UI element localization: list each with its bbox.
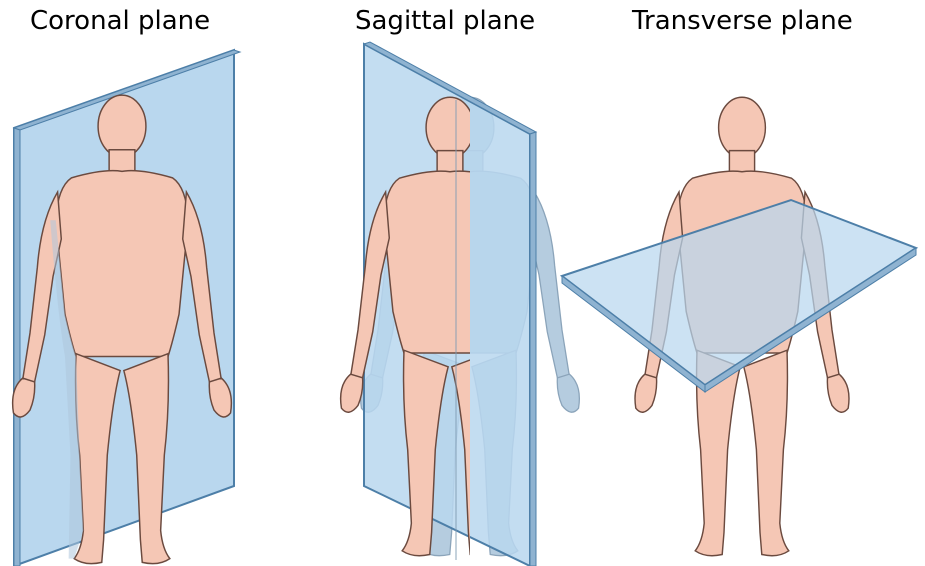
sagittal-plane-side [530, 132, 536, 566]
coronal-plane-side [14, 128, 20, 566]
sagittal-panel [341, 42, 580, 566]
transverse-panel [562, 97, 916, 555]
coronal-panel [13, 50, 240, 566]
transverse-plane [562, 200, 916, 385]
